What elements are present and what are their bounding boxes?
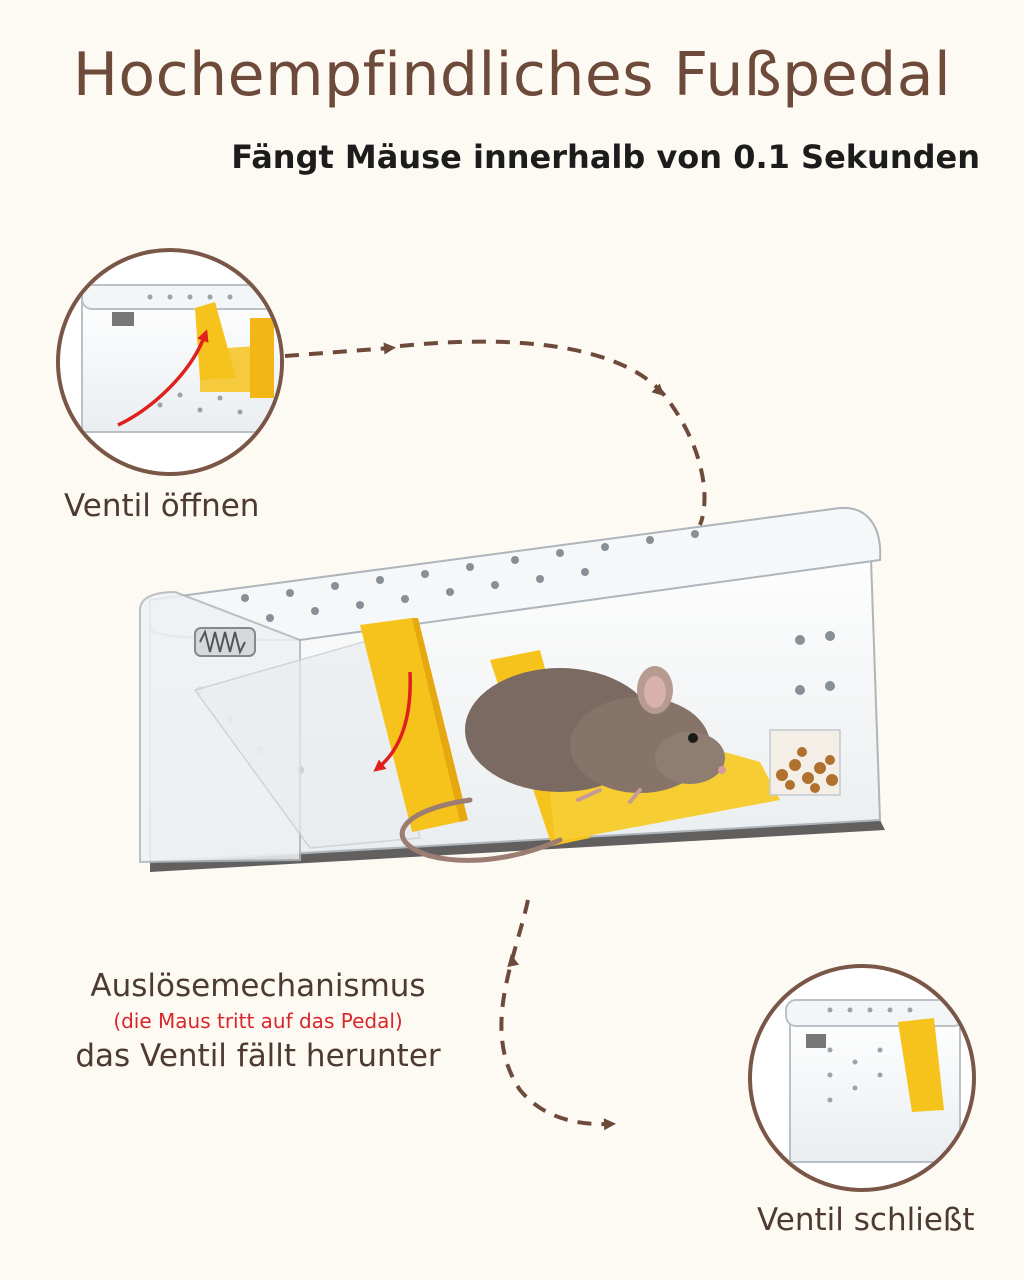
label-valve-closed: Ventil schließt	[757, 1202, 975, 1238]
mouse-illustration	[399, 666, 726, 863]
inset-valve-closed	[748, 964, 976, 1192]
trigger-note: (die Maus tritt auf das Pedal)	[113, 1009, 403, 1033]
trigger-mechanism-caption: Auslösemechanismus (die Maus tritt auf d…	[58, 966, 458, 1076]
trigger-result: das Ventil fällt herunter	[75, 1038, 441, 1074]
inset-valve-open	[56, 248, 284, 476]
trigger-label: Auslösemechanismus	[90, 968, 426, 1004]
dashed-arrow-icon-top	[284, 339, 707, 526]
page-title: Hochempfindliches Fußpedal	[72, 40, 952, 110]
dashed-arrow-icon-bottom	[499, 899, 616, 1131]
label-valve-open: Ventil öffnen	[64, 488, 260, 524]
page-subtitle: Fängt Mäuse innerhalb von 0.1 Sekunden	[231, 138, 980, 176]
spring-icon	[194, 627, 256, 657]
